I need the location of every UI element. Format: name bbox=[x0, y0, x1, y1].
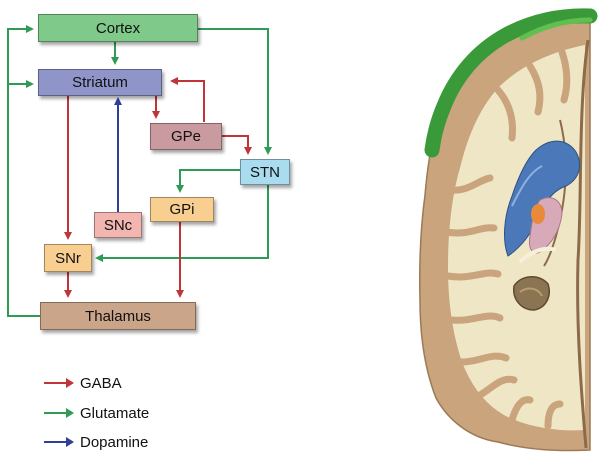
substantia-nigra-region bbox=[513, 276, 550, 311]
node-thalamus: Thalamus bbox=[40, 302, 196, 330]
node-stn: STN bbox=[240, 159, 290, 185]
node-gpi: GPi bbox=[150, 197, 214, 222]
legend-item-glutamate: Glutamate bbox=[44, 403, 149, 423]
node-stn-label: STN bbox=[250, 163, 280, 181]
node-snr-label: SNr bbox=[55, 249, 81, 267]
node-gpi-label: GPi bbox=[169, 201, 195, 218]
arrow-thalamus-cortex bbox=[7, 25, 40, 317]
arrow-gpe-stn bbox=[222, 135, 252, 155]
node-cortex-label: Cortex bbox=[95, 19, 141, 37]
legend-item-dopamine: Dopamine bbox=[44, 432, 148, 452]
node-striatum: Striatum bbox=[38, 69, 162, 96]
brain-section-illustration bbox=[418, 8, 598, 452]
cortex-rim bbox=[424, 8, 598, 158]
red-arrow-icon bbox=[44, 378, 74, 388]
node-thalamus-label: Thalamus bbox=[85, 307, 151, 325]
legend-item-gaba: GABA bbox=[44, 373, 122, 393]
arrow-stn-snr bbox=[95, 185, 269, 262]
legend-label-glutamate: Glutamate bbox=[80, 404, 150, 422]
node-striatum-label: Striatum bbox=[72, 74, 128, 91]
node-gpe: GPe bbox=[150, 123, 222, 150]
node-snc-label: SNc bbox=[103, 216, 133, 234]
arrow-gpe-striatum bbox=[170, 77, 205, 122]
node-cortex: Cortex bbox=[38, 14, 198, 42]
legend-label-dopamine: Dopamine bbox=[80, 433, 149, 451]
node-gpe-label: GPe bbox=[170, 128, 201, 145]
legend-label-gaba: GABA bbox=[80, 374, 122, 392]
node-snc: SNc bbox=[94, 212, 142, 238]
green-arrow-icon bbox=[44, 408, 74, 418]
arrow-cortex-stn bbox=[198, 28, 272, 155]
arrow-stn-gpi bbox=[176, 169, 240, 193]
stn-region bbox=[531, 204, 545, 224]
node-snr: SNr bbox=[44, 244, 92, 272]
blue-arrow-icon bbox=[44, 437, 74, 447]
